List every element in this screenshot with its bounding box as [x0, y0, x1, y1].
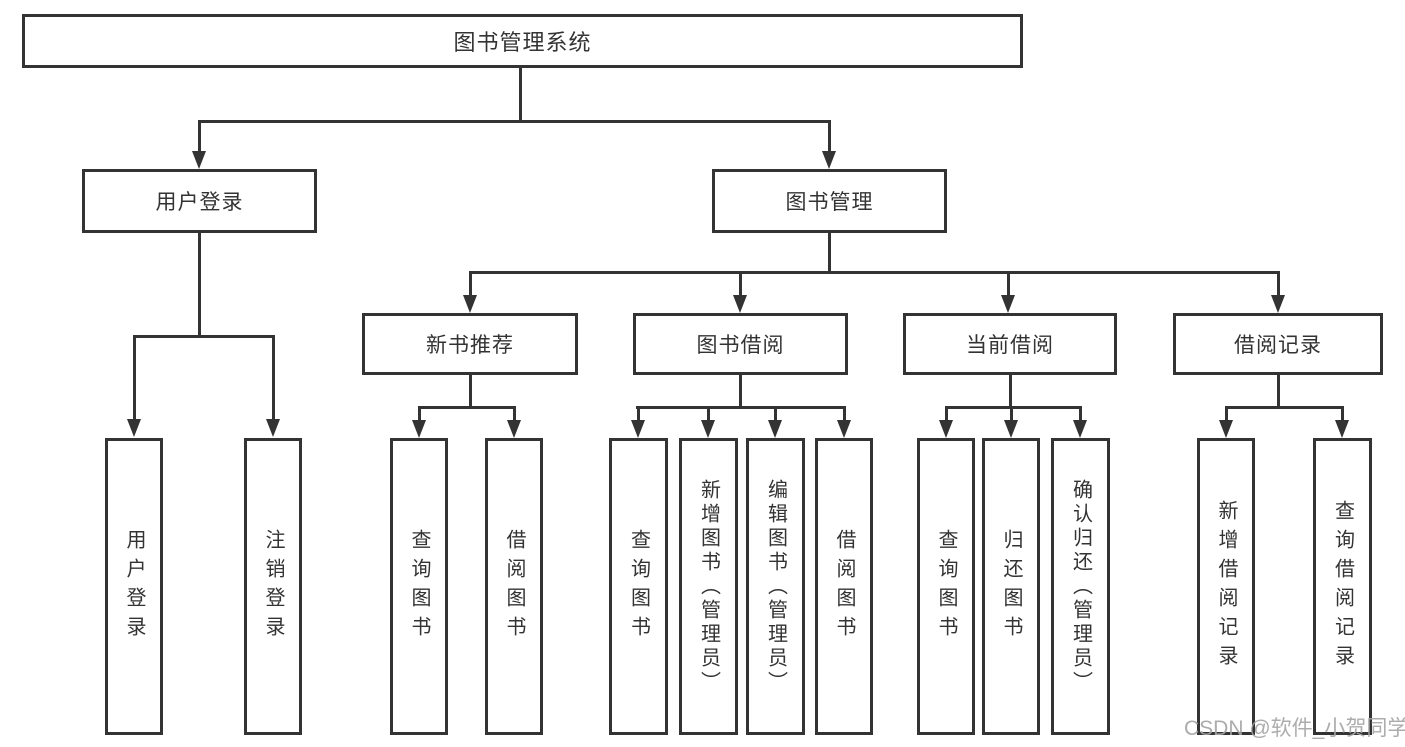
connector-recommend-hbar	[418, 406, 516, 409]
connector-br-add-shaft	[1225, 406, 1228, 422]
arrowhead-br-query	[1335, 420, 1349, 438]
leaf-borrow-borrow-books: 借阅图书	[815, 438, 873, 735]
leaf-recommend-query-books-label: 查询图书	[408, 528, 430, 645]
connector-user-login-hbar	[133, 335, 275, 338]
leaf-logout-label: 注销登录	[262, 528, 284, 645]
connector-user-login-stem	[198, 233, 201, 337]
node-book-management: 图书管理	[712, 169, 947, 233]
connector-borrow-hbar	[636, 406, 845, 409]
connector-recommend-shaft	[469, 271, 472, 297]
connector-user-login-shaft	[198, 120, 201, 152]
connector-root-hbar	[198, 120, 831, 123]
connector-bb-query-shaft	[637, 406, 640, 422]
connector-book-mgmt-shaft	[828, 120, 831, 152]
leaf-borrow-edit-books-admin: 编辑图书（管理员）	[746, 438, 805, 735]
arrowhead-borrow	[733, 295, 747, 313]
leaf-borrow-add-books-admin-label: 新增图书（管理员）	[697, 478, 720, 695]
connector-recommend-stem	[469, 375, 472, 409]
node-user-login: 用户登录	[82, 169, 317, 233]
node-new-book-recommend-label: 新书推荐	[426, 334, 514, 357]
connector-borrow-shaft	[739, 271, 742, 297]
arrowhead-rec-query	[412, 420, 426, 438]
leaf-records-query-record-label: 查询借阅记录	[1331, 499, 1354, 674]
leaf-borrow-query-books-label: 查询图书	[627, 528, 650, 645]
connector-records-stem	[1277, 375, 1280, 409]
node-book-borrow-label: 图书借阅	[696, 334, 785, 357]
node-new-book-recommend: 新书推荐	[362, 313, 578, 375]
arrowhead-leaf-logout	[266, 419, 280, 437]
leaf-borrow-add-books-admin: 新增图书（管理员）	[679, 438, 738, 735]
leaf-current-confirm-return-admin-label: 确认归还（管理员）	[1069, 478, 1092, 695]
arrowhead-user-login	[192, 151, 206, 169]
node-borrow-records: 借阅记录	[1173, 313, 1383, 375]
connector-leaf-logout-shaft	[272, 335, 275, 421]
leaf-records-add-record: 新增借阅记录	[1197, 438, 1255, 735]
leaf-current-return-books-label: 归还图书	[1000, 528, 1022, 645]
connector-current-hbar	[945, 406, 1081, 409]
leaf-borrow-edit-books-admin-label: 编辑图书（管理员）	[764, 478, 787, 695]
arrowhead-br-add	[1219, 420, 1233, 438]
node-borrow-records-label: 借阅记录	[1234, 334, 1322, 357]
node-book-management-label: 图书管理	[785, 191, 874, 214]
connector-borrow-stem	[739, 375, 742, 409]
arrowhead-bb-borrow	[837, 420, 851, 438]
leaf-logout: 注销登录	[244, 438, 302, 735]
connector-current-shaft	[1007, 271, 1010, 297]
arrowhead-rec-borrow	[507, 420, 521, 438]
connector-leaf-login-shaft	[133, 335, 136, 421]
connector-cb-confirm-shaft	[1079, 406, 1082, 422]
connector-root-stem	[519, 68, 522, 122]
arrowhead-cb-confirm	[1073, 420, 1087, 438]
node-root-library-system: 图书管理系统	[22, 14, 1023, 68]
leaf-recommend-query-books: 查询图书	[390, 438, 448, 735]
arrowhead-records	[1271, 295, 1285, 313]
arrowhead-book-mgmt	[822, 151, 836, 169]
connector-records-shaft	[1277, 271, 1280, 297]
arrowhead-leaf-login	[127, 419, 141, 437]
leaf-borrow-query-books: 查询图书	[609, 438, 668, 735]
arrowhead-cb-query	[939, 420, 953, 438]
leaf-records-add-record-label: 新增借阅记录	[1215, 499, 1237, 674]
node-book-borrow: 图书借阅	[633, 313, 848, 375]
leaf-recommend-borrow-books-label: 借阅图书	[503, 528, 525, 645]
connector-book-mgmt-stem	[828, 233, 831, 274]
connector-current-stem	[1009, 375, 1012, 409]
node-user-login-label: 用户登录	[155, 191, 244, 214]
connector-bb-add-shaft	[707, 406, 710, 422]
leaf-current-return-books: 归还图书	[982, 438, 1040, 735]
arrowhead-bb-query	[631, 420, 645, 438]
connector-records-hbar	[1225, 406, 1343, 409]
arrowhead-cb-return	[1004, 420, 1018, 438]
leaf-records-query-record: 查询借阅记录	[1313, 438, 1372, 735]
leaf-current-query-books: 查询图书	[917, 438, 975, 735]
connector-level2-hbar	[469, 271, 1280, 274]
connector-rec-borrow-shaft	[513, 406, 516, 422]
leaf-borrow-borrow-books-label: 借阅图书	[833, 528, 855, 645]
arrowhead-current	[1001, 295, 1015, 313]
connector-cb-query-shaft	[945, 406, 948, 422]
leaf-current-confirm-return-admin: 确认归还（管理员）	[1051, 438, 1110, 735]
leaf-user-login-label: 用户登录	[123, 528, 145, 645]
leaf-current-query-books-label: 查询图书	[935, 528, 957, 645]
connector-bb-borrow-shaft	[843, 406, 846, 422]
node-root-label: 图书管理系统	[453, 30, 592, 55]
connector-cb-return-shaft	[1010, 406, 1013, 422]
leaf-user-login: 用户登录	[105, 438, 163, 735]
connector-rec-query-shaft	[418, 406, 421, 422]
leaf-recommend-borrow-books: 借阅图书	[485, 438, 543, 735]
connector-br-query-shaft	[1341, 406, 1344, 422]
csdn-watermark: CSDN @软件_小贺同学	[1184, 717, 1405, 740]
node-current-borrow-label: 当前借阅	[966, 334, 1054, 357]
arrowhead-recommend	[463, 295, 477, 313]
arrowhead-bb-edit	[768, 420, 782, 438]
connector-bb-edit-shaft	[774, 406, 777, 422]
node-current-borrow: 当前借阅	[903, 313, 1117, 375]
arrowhead-bb-add	[701, 420, 715, 438]
